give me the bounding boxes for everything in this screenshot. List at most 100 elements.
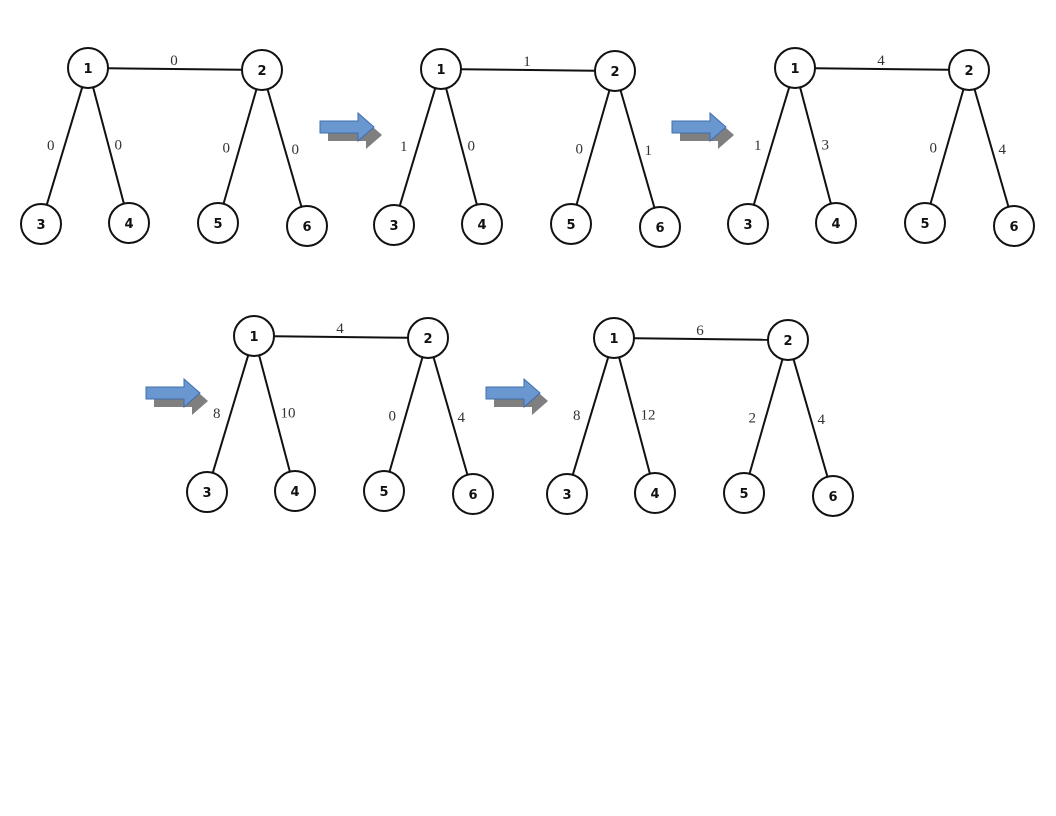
node-label: 3 — [562, 488, 571, 503]
edge-weight-1-4: 3 — [822, 138, 830, 154]
node-label: 2 — [257, 64, 266, 79]
node-2: 2 — [594, 50, 636, 92]
edge-1-2 — [814, 67, 950, 71]
node-circle — [593, 317, 635, 359]
arrow-body — [145, 377, 201, 409]
edge-weight-1-4: 0 — [115, 138, 123, 154]
node-circle — [550, 203, 592, 245]
node-circle — [634, 472, 676, 514]
edge-1-3 — [752, 86, 791, 206]
node-4: 4 — [108, 202, 150, 244]
node-label: 1 — [790, 62, 799, 77]
edge-weight-1-3: 8 — [213, 406, 221, 422]
node-label: 2 — [423, 332, 432, 347]
node-circle — [363, 470, 405, 512]
node-circle — [197, 202, 239, 244]
edge-weight-2-5: 0 — [576, 142, 584, 158]
node-2: 2 — [767, 319, 809, 361]
node-circle — [420, 48, 462, 90]
edge-1-4 — [92, 87, 125, 204]
edge-1-4 — [618, 357, 651, 474]
edge-weight-2-5: 2 — [749, 411, 757, 427]
node-3: 3 — [186, 471, 228, 513]
edge-weight-1-4: 12 — [641, 408, 656, 424]
edge-1-3 — [211, 354, 250, 474]
node-circle — [727, 203, 769, 245]
node-5: 5 — [723, 472, 765, 514]
node-3: 3 — [373, 204, 415, 246]
edge-weight-2-6: 4 — [999, 142, 1007, 158]
node-label: 2 — [610, 65, 619, 80]
node-circle — [20, 203, 62, 245]
edge-2-6 — [432, 356, 469, 476]
node-label: 6 — [468, 488, 477, 503]
edge-2-6 — [619, 89, 656, 209]
edge-2-6 — [266, 88, 303, 208]
edge-weight-1-3: 1 — [400, 139, 408, 155]
node-circle — [948, 49, 990, 91]
step-arrow-icon — [319, 111, 382, 149]
node-circle — [373, 204, 415, 246]
edge-weight-2-6: 4 — [818, 412, 826, 428]
node-circle — [639, 206, 681, 248]
node-circle — [594, 50, 636, 92]
node-1: 1 — [233, 315, 275, 357]
node-1: 1 — [420, 48, 462, 90]
node-circle — [546, 473, 588, 515]
edge-1-3 — [398, 87, 437, 207]
edge-weight-2-6: 4 — [458, 410, 466, 426]
node-circle — [407, 317, 449, 359]
edge-2-5 — [388, 356, 424, 473]
edge-2-5 — [575, 89, 611, 206]
node-label: 4 — [124, 217, 133, 232]
node-4: 4 — [634, 472, 676, 514]
step-arrow-icon — [671, 111, 734, 149]
edge-weight-1-3: 8 — [573, 408, 581, 424]
node-label: 3 — [389, 219, 398, 234]
edge-2-5 — [222, 88, 258, 205]
edge-weight-1-2: 4 — [336, 321, 344, 337]
node-label: 5 — [379, 485, 388, 500]
node-label: 1 — [249, 330, 258, 345]
node-4: 4 — [461, 203, 503, 245]
node-label: 1 — [609, 332, 618, 347]
edge-1-2 — [633, 337, 769, 341]
edge-weight-2-6: 0 — [292, 142, 300, 158]
node-5: 5 — [550, 203, 592, 245]
edge-2-6 — [973, 88, 1010, 208]
node-label: 3 — [202, 486, 211, 501]
node-label: 2 — [964, 64, 973, 79]
node-1: 1 — [774, 47, 816, 89]
node-label: 3 — [36, 218, 45, 233]
node-1: 1 — [593, 317, 635, 359]
node-label: 6 — [302, 220, 311, 235]
node-circle — [461, 203, 503, 245]
node-3: 3 — [546, 473, 588, 515]
edge-2-6 — [792, 358, 829, 478]
node-2: 2 — [948, 49, 990, 91]
edge-weight-2-6: 1 — [645, 143, 653, 159]
edge-weight-1-2: 1 — [523, 54, 531, 70]
edge-1-2 — [107, 67, 243, 71]
arrow-body — [485, 377, 541, 409]
edge-1-2 — [460, 68, 596, 72]
node-label: 4 — [650, 487, 659, 502]
edge-2-5 — [929, 88, 965, 205]
node-label: 5 — [739, 487, 748, 502]
node-circle — [108, 202, 150, 244]
node-circle — [993, 205, 1035, 247]
edge-2-5 — [748, 358, 784, 475]
node-5: 5 — [363, 470, 405, 512]
node-label: 5 — [920, 217, 929, 232]
step-arrow-icon — [485, 377, 548, 415]
node-2: 2 — [241, 49, 283, 91]
node-3: 3 — [727, 203, 769, 245]
edge-weight-2-5: 0 — [930, 141, 938, 157]
node-circle — [904, 202, 946, 244]
arrow-body — [671, 111, 727, 143]
node-circle — [815, 202, 857, 244]
